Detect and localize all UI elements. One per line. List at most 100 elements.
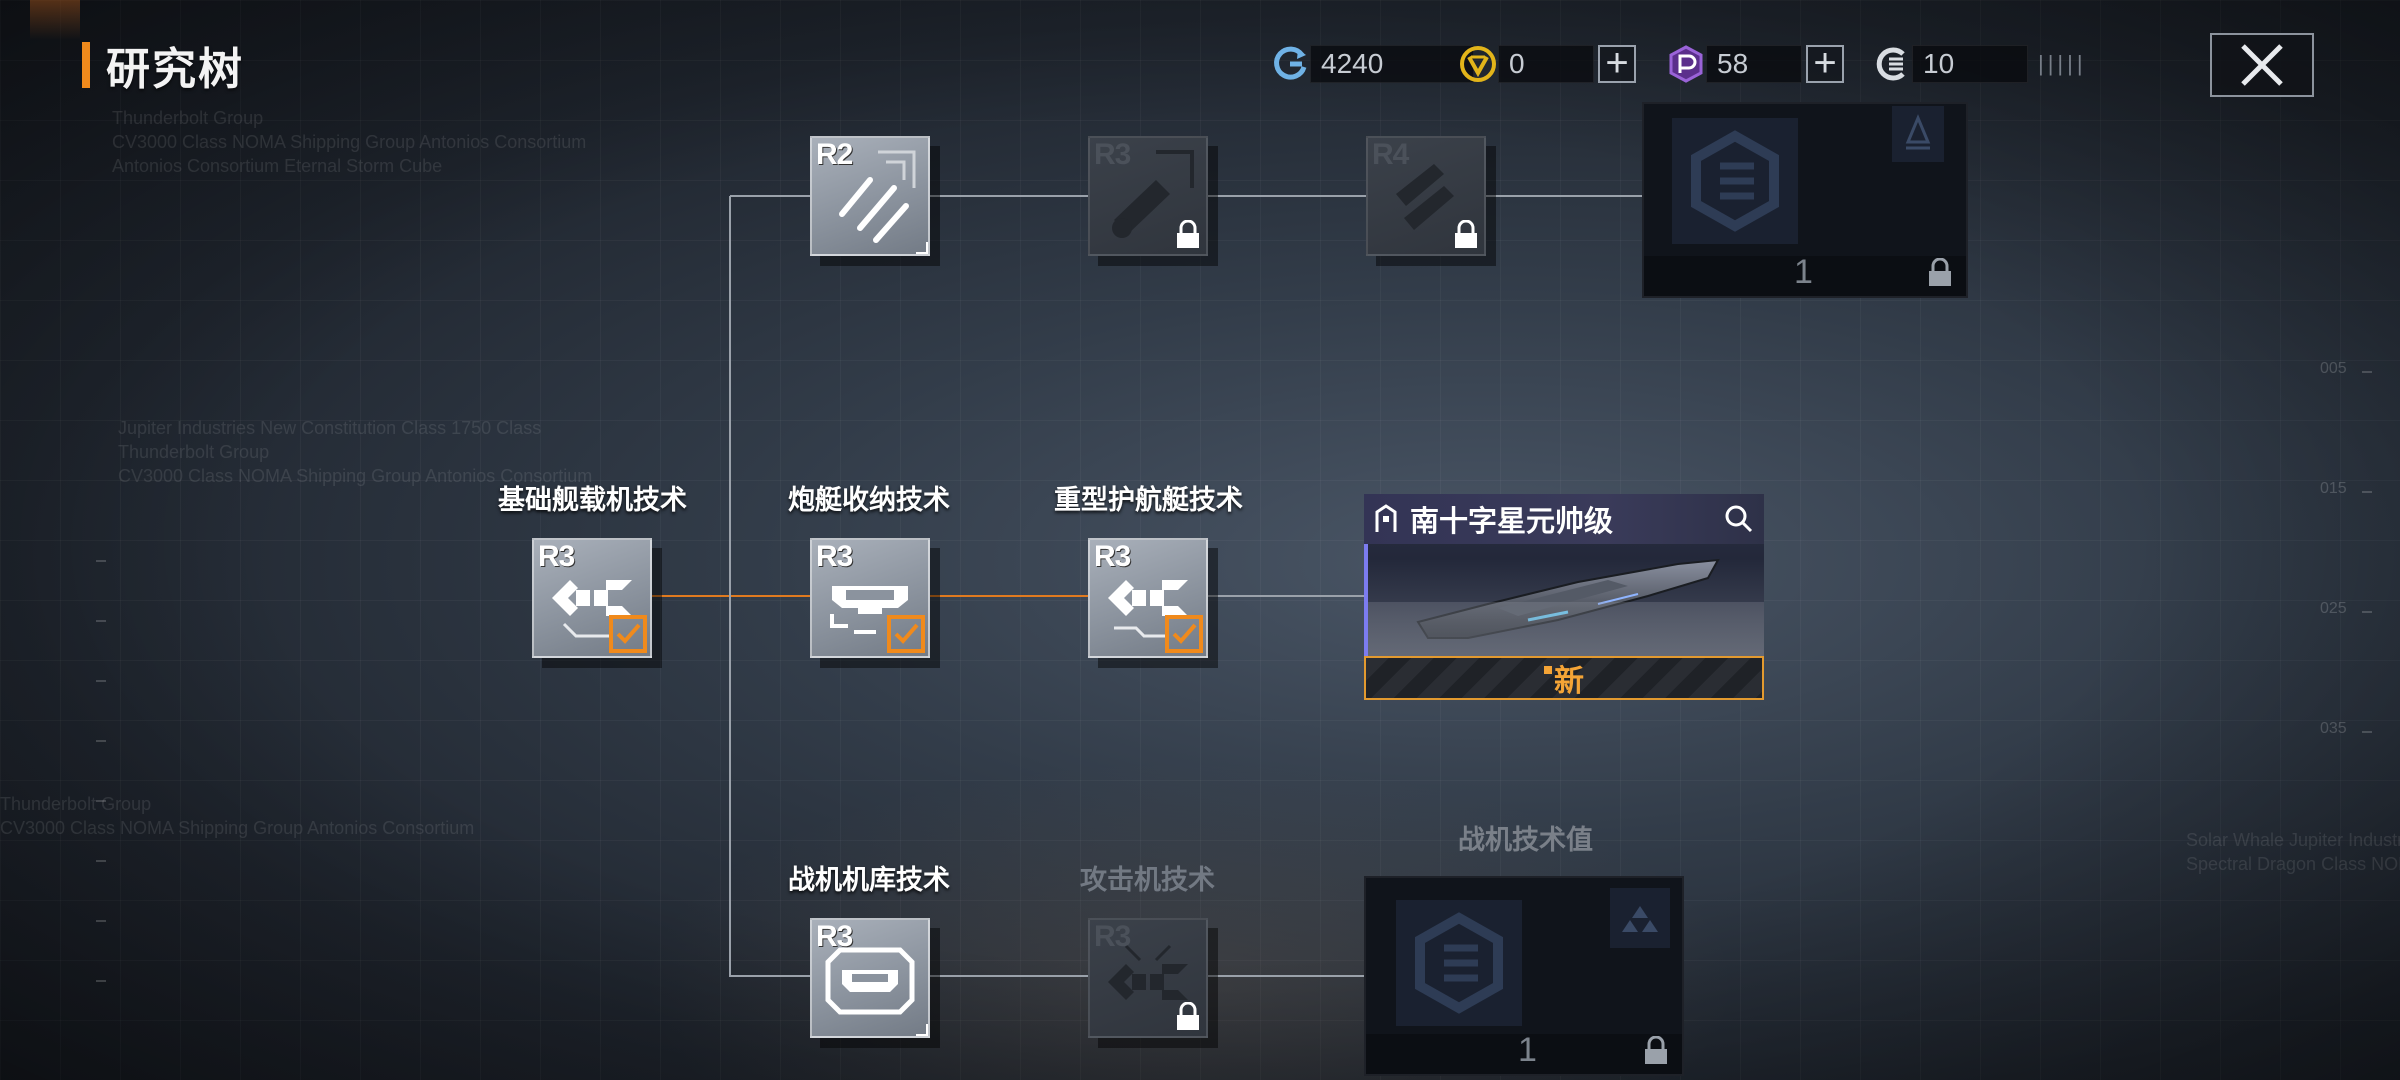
node-frame (810, 136, 930, 256)
ruler-mark (2362, 731, 2372, 733)
grey-connection (729, 195, 1644, 977)
page-header: 研究树 (82, 40, 244, 94)
completed-check-icon (609, 615, 647, 653)
lock-icon (1177, 220, 1199, 248)
rank-badge: R3 (1094, 920, 1131, 953)
ruler-label: 015 (2320, 480, 2347, 497)
ruler-mark (96, 560, 106, 562)
resource-research-points[interactable]: 4240 (1270, 44, 1474, 84)
cannon-turret-icon (1112, 150, 1194, 238)
tech-node-gunboat-storage[interactable]: R3 (810, 538, 940, 668)
twin-cannon-icon (1396, 164, 1454, 230)
resource-gold[interactable]: 0 + (1458, 43, 1636, 84)
add-gold-button[interactable]: + (1598, 43, 1636, 83)
gold-value: 0 (1498, 45, 1594, 83)
hex-gem-icon (1666, 44, 1706, 84)
resource-premium[interactable]: 58 + (1666, 43, 1844, 84)
tech-chips-value: 10 (1912, 45, 2028, 83)
ruler-mark (96, 800, 106, 802)
card-art (1396, 900, 1522, 1026)
card-count: 1 (1794, 253, 1813, 291)
rank-badge: R2 (816, 138, 853, 171)
lock-icon (1177, 1002, 1199, 1030)
bg-text-block-1: Thunderbolt Group CV3000 Class NOMA Ship… (112, 108, 587, 176)
ship-name-bar: 南十字星元帅级 (1364, 494, 1764, 544)
tech-node-top-r4[interactable]: R4 (1366, 136, 1496, 266)
new-badge: 新 (1554, 665, 1584, 698)
ruler-mark (96, 680, 106, 682)
ruler-mark (2362, 611, 2372, 613)
bg-text-block-2: Jupiter Industries New Constitution Clas… (118, 418, 593, 486)
card-footer (1644, 256, 1966, 296)
node-label-gunboat-storage: 炮艇收纳技术 (788, 485, 950, 515)
card-count: 1 (1518, 1031, 1537, 1069)
attack-craft-icon (1108, 944, 1188, 1000)
research-points-value: 4240 (1310, 45, 1474, 83)
bg-text-block-3: Thunderbolt Group CV3000 Class NOMA Ship… (0, 794, 475, 838)
ship-floor (1368, 602, 1764, 656)
decor-ticks: ||||| (2038, 51, 2087, 76)
locked-reward-card-top[interactable]: 1 (1642, 102, 1968, 298)
escort-craft-icon (552, 580, 632, 638)
node-label-heavy-escort: 重型护航艇技术 (1054, 485, 1243, 515)
rank-chevron-icon (1905, 114, 1931, 150)
tech-node-heavy-escort[interactable]: R3 (1088, 538, 1218, 668)
tech-node-attack[interactable]: R3 (1088, 918, 1218, 1048)
tech-node-hangar[interactable]: R3 (810, 918, 940, 1048)
bg-text-block-4: Solar Whale Jupiter Industries Spectral … (2186, 830, 2400, 874)
card-footer (1366, 1034, 1682, 1074)
rank-badge: R3 (538, 540, 575, 573)
ruler-label: 025 (2320, 600, 2347, 617)
escort-craft-icon (1108, 580, 1188, 638)
search-icon[interactable] (1724, 504, 1754, 534)
corner-tick (916, 242, 928, 254)
ship-status-bar: 新 (1364, 656, 1764, 700)
tech-chip-icon (1691, 130, 1779, 232)
new-dot (1544, 666, 1552, 674)
ruler-label: 005 (2320, 360, 2347, 377)
add-premium-button[interactable]: + (1806, 43, 1844, 83)
lock-icon (1645, 1036, 1667, 1064)
tech-chip-icon (1415, 912, 1503, 1014)
corner-glow (30, 0, 80, 40)
ruler-mark (96, 920, 106, 922)
corner-tick (916, 1024, 928, 1036)
rank-badge: R3 (1094, 540, 1131, 573)
ruler-mark (2362, 491, 2372, 493)
hangar-bay-icon (830, 586, 908, 634)
tech-node-top-r2[interactable]: R2 (810, 136, 940, 266)
close-icon (2241, 44, 2283, 86)
ruler-mark (96, 620, 106, 622)
fighter-hangar-icon (825, 947, 915, 1015)
close-button[interactable] (2210, 33, 2314, 97)
ship-class-icon (1375, 504, 1397, 532)
locked-reward-card-bottom[interactable]: 1 (1364, 876, 1684, 1076)
completed-check-icon (1165, 615, 1203, 653)
node-label-attack: 攻击机技术 (1080, 865, 1215, 895)
ruler-label: 035 (2320, 720, 2347, 737)
fighter-tech-value-title: 战机技术值 (1458, 825, 1593, 855)
tech-node-top-r3[interactable]: R3 (1088, 136, 1218, 266)
chip-ring-icon (1872, 44, 1912, 84)
card-art (1672, 118, 1798, 244)
ruler-mark (96, 980, 106, 982)
ship-unlock-card[interactable]: 南十字星元帅级 新 (1364, 494, 1764, 700)
missile-pods-icon (839, 150, 916, 243)
card-rank-badge (1892, 106, 1944, 162)
rank-badge: R3 (816, 540, 853, 573)
triple-dot-icon (1622, 906, 1658, 932)
lock-icon (1929, 258, 1951, 286)
ship-name: 南十字星元帅级 (1410, 506, 1614, 538)
premium-value: 58 (1706, 45, 1802, 83)
node-frame (1366, 136, 1486, 256)
lock-icon (1455, 220, 1477, 248)
rank-badge: R4 (1372, 138, 1409, 171)
rank-badge: R3 (816, 920, 853, 953)
tech-node-base-carrier[interactable]: R3 (532, 538, 662, 668)
resource-tech-chips[interactable]: 10 ||||| (1872, 44, 2087, 84)
v-coin-icon (1458, 44, 1498, 84)
ruler-mark (96, 740, 106, 742)
ruler-mark (2362, 371, 2372, 373)
completed-check-icon (887, 615, 925, 653)
